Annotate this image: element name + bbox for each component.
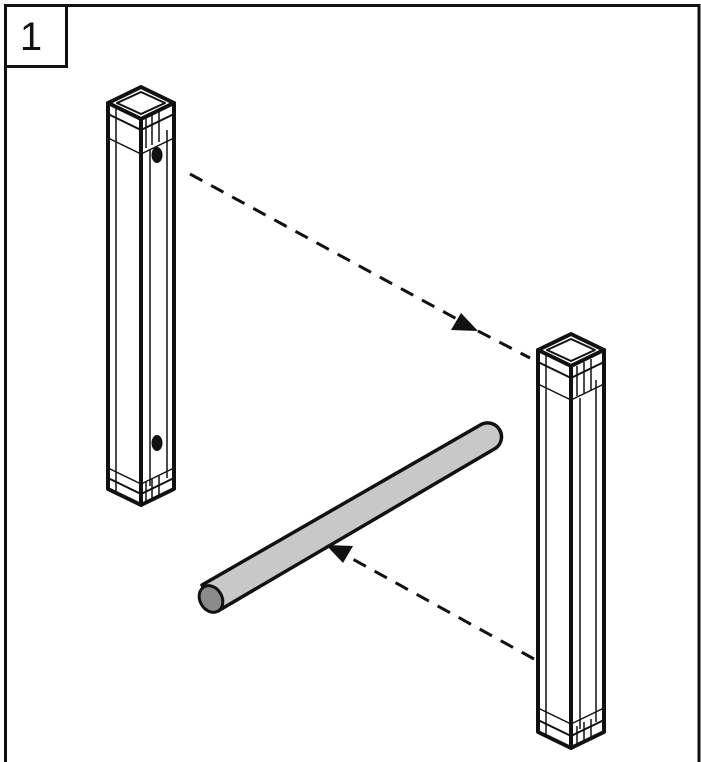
panel-border — [4, 4, 701, 762]
right-leg — [536, 332, 606, 750]
arrow-left-leg-to-right-leg — [189, 172, 531, 360]
dowel-hole-bottom — [151, 435, 163, 451]
dowel-hole-top — [151, 147, 163, 163]
arrow-right-leg-to-dowel — [326, 545, 535, 661]
dowel-rod — [197, 421, 504, 614]
step-number-box: 1 — [4, 4, 68, 68]
left-leg — [106, 85, 176, 507]
dowel-end — [197, 584, 225, 614]
step-number: 1 — [19, 15, 43, 59]
